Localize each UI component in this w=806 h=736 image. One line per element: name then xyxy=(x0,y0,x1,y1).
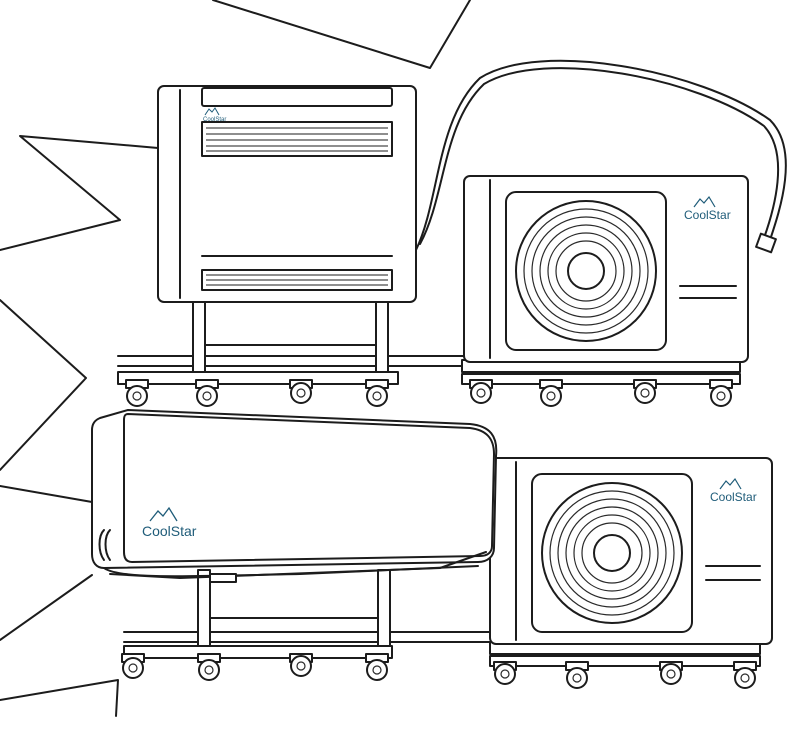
caster-wheel-icon xyxy=(469,379,493,404)
console-stand-legs xyxy=(192,299,389,373)
caster-wheel-icon xyxy=(195,379,219,407)
caster-wheel-icon xyxy=(125,379,149,407)
caster-wheel-icon xyxy=(493,661,517,685)
outdoor-unit-top: CoolStar xyxy=(463,175,749,363)
refrigerant-hose xyxy=(415,59,787,254)
caster-wheel-icon xyxy=(289,379,313,404)
mountain-logo-icon xyxy=(693,195,716,208)
caster-wheel-icon xyxy=(659,661,683,685)
caster-wheel-icon xyxy=(733,661,757,689)
fan-grille-icon xyxy=(541,482,683,624)
outdoor-top-brand-label: CoolStar xyxy=(684,208,731,222)
mountain-logo-icon xyxy=(149,506,178,522)
outdoor-bottom-brand-label: CoolStar xyxy=(710,490,757,504)
caster-wheel-icon xyxy=(197,653,221,681)
background-zigzag-lines xyxy=(0,0,471,717)
caster-wheel-icon xyxy=(709,379,733,407)
fan-grille-icon xyxy=(515,200,657,342)
caster-wheel-icon xyxy=(365,379,389,407)
caster-wheel-icon xyxy=(365,653,389,681)
caster-wheel-icon xyxy=(539,379,563,407)
floor-console-unit: CoolStar xyxy=(157,85,417,303)
mountain-logo-icon xyxy=(204,107,220,116)
outdoor-unit-bottom: CoolStar xyxy=(489,457,773,645)
console-brand-label: CoolStar xyxy=(203,117,226,123)
wall-unit-brand-label: CoolStar xyxy=(142,523,197,539)
wall-split-unit: CoolStar xyxy=(91,409,498,583)
caster-wheel-icon xyxy=(565,661,589,689)
caster-wheel-icon xyxy=(633,379,657,404)
hose-connector-icon xyxy=(755,232,777,254)
mountain-logo-icon xyxy=(719,477,742,490)
caster-wheel-icon xyxy=(121,653,145,679)
caster-wheel-icon xyxy=(289,653,313,677)
top-casters xyxy=(125,379,733,407)
bottom-casters xyxy=(121,653,757,689)
